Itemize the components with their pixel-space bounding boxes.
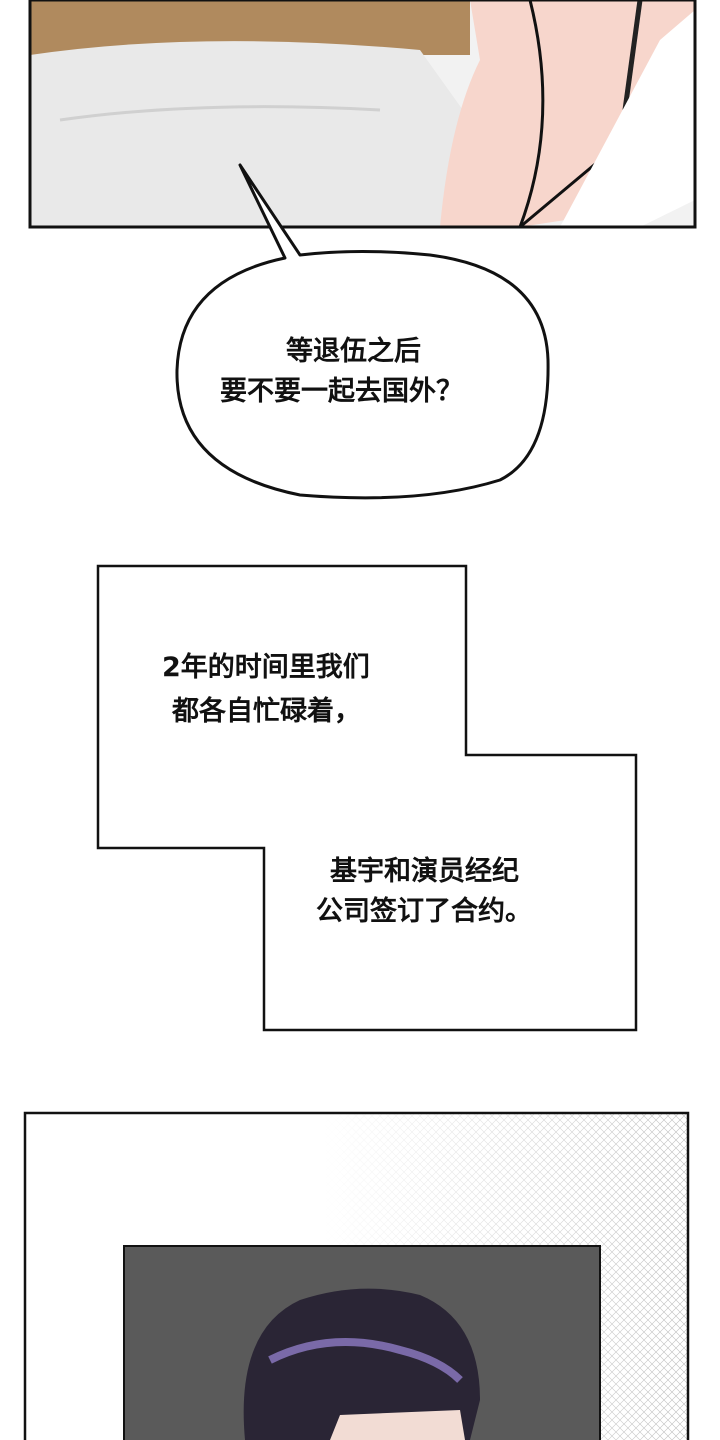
pillow: [30, 41, 470, 227]
caption-lower-line-1: 基宇和演员经纪: [330, 856, 519, 887]
top-panel: [28, 0, 697, 229]
character-face: [330, 1410, 465, 1440]
speech-line-2: 要不要一起去国外？: [220, 376, 463, 407]
caption-upper-line-1: 2年的时间里我们: [162, 652, 370, 683]
speech-line-1: 等退伍之后: [286, 336, 421, 367]
caption-upper-line-2: 都各自忙碌着，: [172, 696, 361, 727]
speech-bubble-shape: [175, 163, 550, 500]
caption-box-shape: [96, 564, 638, 1032]
caption-lower-line-2: 公司签订了合约。: [316, 896, 532, 927]
character-hair: [243, 1288, 480, 1440]
bottom-panel: [23, 1111, 690, 1440]
